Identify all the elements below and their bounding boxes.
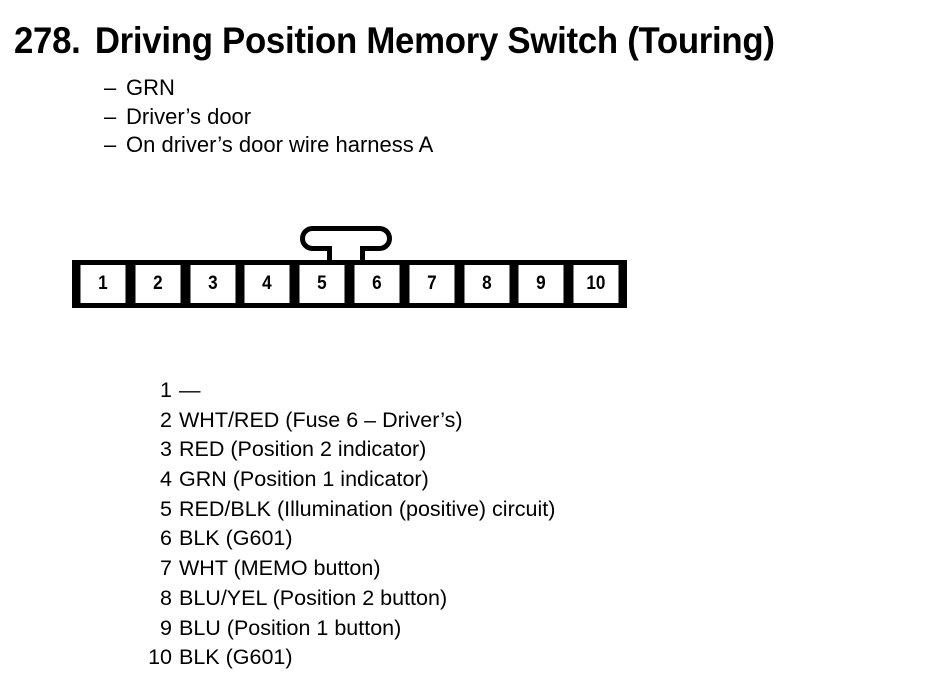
subtitle-item-label: On driver’s door wire harness A: [126, 132, 434, 158]
legend-pin-number: 1: [160, 378, 172, 402]
legend-pin-number: 10: [148, 645, 172, 670]
legend-row: 8 BLU/YEL (Position 2 button): [140, 584, 555, 614]
legend-pin-description: RED (Position 2 indicator): [179, 437, 427, 462]
page-title-number: 278.: [14, 20, 81, 61]
page-title-text: Driving Position Memory Switch (Touring): [94, 20, 775, 61]
legend-pin-description: BLK (G601): [179, 645, 293, 670]
legend-pin-description: WHT (MEMO button): [179, 556, 381, 581]
legend-pin-number: 9: [160, 615, 172, 640]
legend-pin-number: 3: [160, 437, 172, 462]
subtitle-item-label: GRN: [126, 75, 175, 100]
legend-row: 1 —: [140, 376, 555, 406]
page-title: 278. Driving Position Memory Switch (Tour…: [14, 19, 775, 63]
pin-cell-9: 9: [518, 265, 564, 303]
legend-row: 6 BLK (G601): [140, 524, 555, 554]
pin-cell-1: 1: [80, 265, 126, 303]
legend-row: 5 RED/BLK (Illumination (positive) circu…: [140, 495, 555, 525]
legend-row: 3 RED (Position 2 indicator): [140, 435, 555, 465]
subtitle-item-location: –Driver’s door: [104, 103, 433, 132]
dash-icon: –: [104, 103, 117, 129]
subtitle-list: –GRN –Driver’s door –On driver’s door wi…: [104, 74, 433, 160]
legend-pin-description: GRN (Position 1 indicator): [179, 467, 429, 492]
subtitle-item-wire-color: –GRN: [104, 74, 433, 103]
connector-latch-stem-icon: [327, 246, 365, 264]
pin-cell-3: 3: [190, 265, 235, 303]
pin-cell-2: 2: [135, 265, 181, 303]
legend-pin-number: 2: [160, 407, 172, 432]
legend-row: 9 BLU (Position 1 button): [140, 614, 555, 644]
legend-pin-description: BLU/YEL (Position 2 button): [179, 585, 448, 610]
pin-legend: 1 — 2 WHT/RED (Fuse 6 – Driver’s) 3 RED …: [140, 376, 555, 673]
legend-pin-number: 8: [160, 585, 172, 610]
pin-cell-4: 4: [244, 265, 290, 303]
subtitle-item-harness: –On driver’s door wire harness A: [104, 131, 433, 160]
legend-row: 7 WHT (MEMO button): [140, 554, 555, 584]
pin-cell-6: 6: [354, 265, 400, 303]
legend-pin-number: 6: [160, 526, 172, 551]
legend-pin-description: RED/BLK (Illumination (positive) circuit…: [179, 496, 556, 521]
legend-row: 2 WHT/RED (Fuse 6 – Driver’s): [140, 406, 555, 436]
legend-row: 10 BLK (G601): [140, 643, 555, 673]
dash-icon: –: [104, 132, 117, 158]
legend-row: 4 GRN (Position 1 indicator): [140, 465, 555, 495]
dash-icon: –: [104, 75, 117, 100]
pin-cell-7: 7: [409, 265, 455, 303]
legend-pin-description: BLU (Position 1 button): [179, 615, 402, 640]
subtitle-item-label: Driver’s door: [126, 103, 252, 129]
pin-cell-5: 5: [299, 265, 345, 303]
legend-pin-description: —: [179, 378, 201, 402]
legend-pin-number: 5: [160, 496, 172, 521]
connector-diagram: 1 2 3 4 5 6 7 8 9 10: [72, 226, 632, 312]
legend-pin-number: 7: [160, 556, 172, 581]
legend-pin-number: 4: [160, 467, 172, 492]
legend-pin-description: BLK (G601): [179, 526, 293, 551]
legend-pin-description: WHT/RED (Fuse 6 – Driver’s): [179, 407, 463, 432]
pin-cell-8: 8: [464, 265, 509, 303]
connector-body: 1 2 3 4 5 6 7 8 9 10: [72, 260, 627, 308]
pin-cell-10: 10: [573, 265, 619, 303]
